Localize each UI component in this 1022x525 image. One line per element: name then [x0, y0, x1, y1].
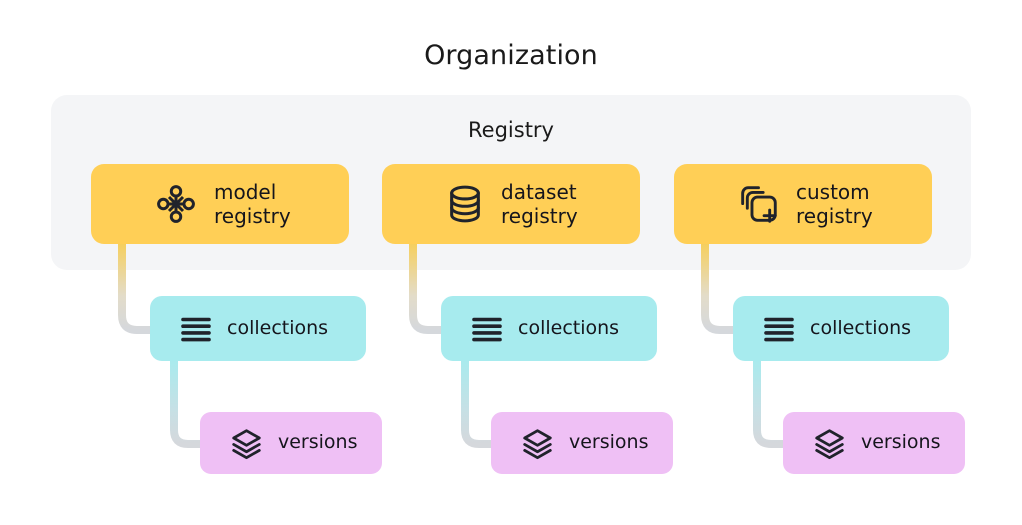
node-graph-icon	[155, 183, 197, 225]
card-custom-versions[interactable]: versions	[783, 412, 965, 474]
database-cylinder-icon	[446, 184, 484, 224]
card-dataset-registry[interactable]: dataset registry	[382, 164, 640, 244]
card-model-collections[interactable]: collections	[150, 296, 366, 361]
card-label: versions	[278, 431, 358, 454]
card-dataset-collections[interactable]: collections	[441, 296, 657, 361]
card-model-versions[interactable]: versions	[200, 412, 382, 474]
registry-panel-label: Registry	[468, 118, 554, 142]
card-label: collections	[810, 316, 912, 339]
stacked-squares-plus-icon	[738, 184, 779, 225]
card-label: collections	[518, 316, 620, 339]
card-custom-registry[interactable]: custom registry	[674, 164, 932, 244]
list-lines-icon	[471, 313, 503, 345]
layers-stack-icon	[521, 427, 554, 460]
card-label: collections	[227, 316, 329, 339]
card-custom-collections[interactable]: collections	[733, 296, 949, 361]
card-label: custom registry	[796, 179, 873, 228]
list-lines-icon	[180, 313, 212, 345]
card-model-registry[interactable]: model registry	[91, 164, 349, 244]
list-lines-icon	[763, 313, 795, 345]
card-label: versions	[569, 431, 649, 454]
card-label: model registry	[214, 179, 291, 228]
card-label: dataset registry	[501, 179, 578, 228]
page-title: Organization	[424, 40, 598, 71]
layers-stack-icon	[230, 427, 263, 460]
card-label: versions	[861, 431, 941, 454]
card-dataset-versions[interactable]: versions	[491, 412, 673, 474]
layers-stack-icon	[813, 427, 846, 460]
